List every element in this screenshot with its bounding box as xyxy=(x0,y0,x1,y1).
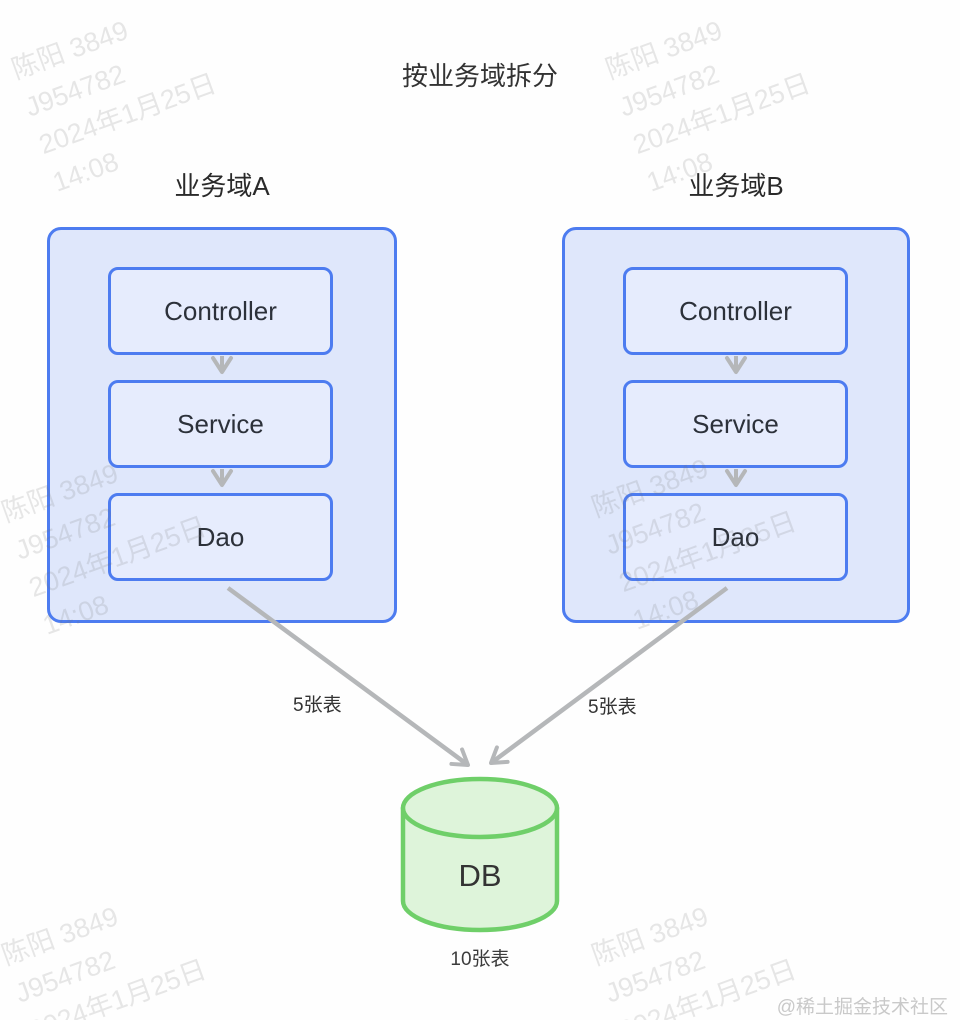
watermark: 陈阳 3849 J954782 2024年1月25日 14:08 xyxy=(0,874,226,1020)
layer-box-controller-a: Controller xyxy=(108,267,333,355)
watermark-line: J954782 xyxy=(601,944,710,1009)
watermark-line: 14:08 xyxy=(37,987,226,1020)
db-label: DB xyxy=(458,858,502,893)
layer-box-dao-b: Dao xyxy=(623,493,848,581)
credit-watermark: @稀土掘金技术社区 xyxy=(776,997,948,1018)
watermark-line: 陈阳 3849 xyxy=(0,901,123,971)
watermark-line: 2024年1月25日 xyxy=(615,954,801,1020)
watermark-line: 陈阳 3849 xyxy=(587,901,713,971)
watermark-line: 2024年1月25日 xyxy=(25,954,211,1020)
edge-label-b-tables: 5张表 xyxy=(588,697,637,718)
db-caption: 10张表 xyxy=(450,949,510,970)
domain-b-label: 业务域B xyxy=(688,171,784,201)
layer-box-controller-b: Controller xyxy=(623,267,848,355)
edge-label-a-tables: 5张表 xyxy=(293,695,342,716)
layer-box-service-b: Service xyxy=(623,380,848,468)
diagram-title: 按业务域拆分 xyxy=(401,61,558,91)
layer-box-service-a: Service xyxy=(108,380,333,468)
db-cylinder xyxy=(400,776,560,933)
domain-a-label: 业务域A xyxy=(174,171,270,201)
watermark-line: J954782 xyxy=(11,944,120,1009)
layer-box-dao-a: Dao xyxy=(108,493,333,581)
